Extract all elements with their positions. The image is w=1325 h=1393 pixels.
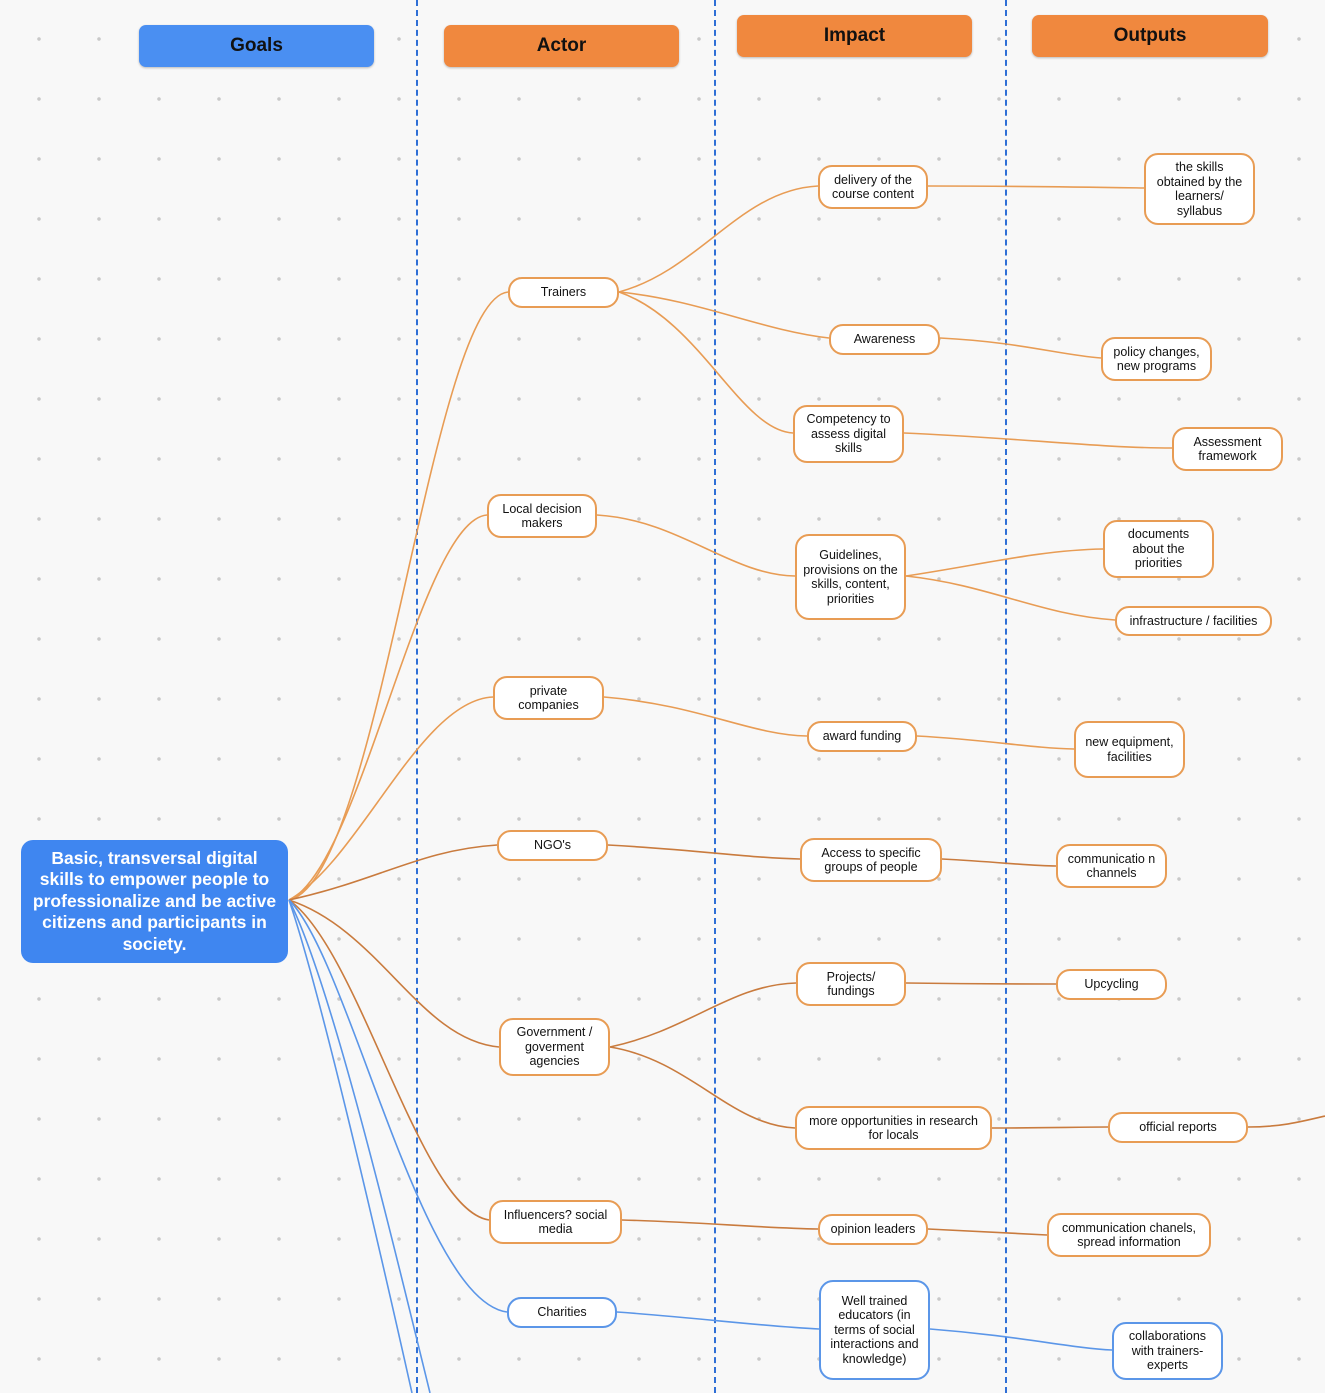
link-projects-upcycling (905, 982, 1057, 985)
divider-1 (416, 0, 418, 1393)
link-private-award (603, 696, 808, 737)
actor-ngos[interactable]: NGO's (497, 830, 608, 861)
impact-access[interactable]: Access to specific groups of people (800, 838, 942, 882)
actor-local-decision-makers[interactable]: Local decision makers (487, 494, 597, 538)
link-goal-private (288, 696, 494, 901)
goals-header: Goals (139, 25, 374, 67)
impact-opinion-leaders[interactable]: opinion leaders (818, 1214, 928, 1245)
impact-educators[interactable]: Well trained educators (in terms of soci… (819, 1280, 930, 1380)
output-documents[interactable]: documents about the priorities (1103, 520, 1214, 578)
link-goal-offscreen-1 (288, 899, 431, 1393)
link-influencers-opinion (621, 1219, 819, 1230)
link-goal-influencers (288, 899, 490, 1221)
output-reports[interactable]: official reports (1108, 1112, 1248, 1143)
link-guidelines-documents (905, 548, 1104, 577)
output-spread[interactable]: communication chanels, spread informatio… (1047, 1213, 1211, 1257)
link-opinion-spread (927, 1228, 1048, 1236)
link-goal-ngo (288, 844, 498, 901)
output-communication[interactable]: communicatio n channels (1056, 844, 1167, 888)
link-trainers-delivery (618, 185, 819, 293)
impact-competency[interactable]: Competency to assess digital skills (793, 405, 904, 463)
goal-node[interactable]: Basic, transversal digital skills to emp… (21, 840, 288, 963)
divider-2 (714, 0, 716, 1393)
link-guidelines-infrastructure (905, 575, 1116, 621)
link-gov-projects (609, 982, 797, 1048)
link-goal-trainers (288, 291, 509, 901)
actor-influencers[interactable]: Influencers? social media (489, 1200, 622, 1244)
impact-opportunities[interactable]: more opportunities in research for local… (795, 1106, 992, 1150)
outputs-header: Outputs (1032, 15, 1268, 57)
link-goal-local (288, 514, 488, 901)
output-equipment[interactable]: new equipment, facilities (1074, 721, 1185, 778)
impact-header: Impact (737, 15, 972, 57)
actor-private-companies[interactable]: private companies (493, 676, 604, 720)
link-ngo-access (607, 844, 801, 860)
output-infrastructure[interactable]: infrastructure / facilities (1115, 606, 1272, 636)
link-trainers-awareness (618, 291, 830, 339)
output-policy[interactable]: policy changes, new programs (1101, 337, 1212, 381)
impact-award-funding[interactable]: award funding (807, 721, 917, 752)
impact-awareness[interactable]: Awareness (829, 324, 940, 355)
link-opportunities-reports (991, 1126, 1109, 1129)
link-trainers-competency (618, 291, 794, 434)
link-gov-opportunities (609, 1046, 796, 1129)
link-access-communication (941, 858, 1057, 867)
impact-delivery[interactable]: delivery of the course content (818, 165, 928, 209)
link-goal-gov (288, 899, 500, 1048)
impact-projects[interactable]: Projects/ fundings (796, 962, 906, 1006)
actor-government[interactable]: Government / goverment agencies (499, 1018, 610, 1076)
link-award-equipment (916, 735, 1075, 750)
link-goal-offscreen-2 (288, 899, 413, 1393)
output-upcycling[interactable]: Upcycling (1056, 969, 1167, 1000)
divider-3 (1005, 0, 1007, 1393)
link-reports-offscreen (1247, 1115, 1325, 1128)
output-collaborations[interactable]: collaborations with trainers- experts (1112, 1322, 1223, 1380)
actor-charities[interactable]: Charities (507, 1297, 617, 1328)
actor-trainers[interactable]: Trainers (508, 277, 619, 308)
link-awareness-policy (939, 337, 1102, 359)
output-assessment[interactable]: Assessment framework (1172, 427, 1283, 471)
link-goal-charities (288, 899, 508, 1313)
link-delivery-skills (927, 185, 1145, 189)
impact-guidelines[interactable]: Guidelines, provisions on the skills, co… (795, 534, 906, 620)
link-competency-assessment (903, 432, 1173, 449)
actor-header: Actor (444, 25, 679, 67)
output-skills[interactable]: the skills obtained by the learners/ syl… (1144, 153, 1255, 225)
link-charities-educators (616, 1311, 820, 1330)
link-local-guidelines (596, 514, 796, 577)
link-educators-collab (929, 1328, 1113, 1351)
